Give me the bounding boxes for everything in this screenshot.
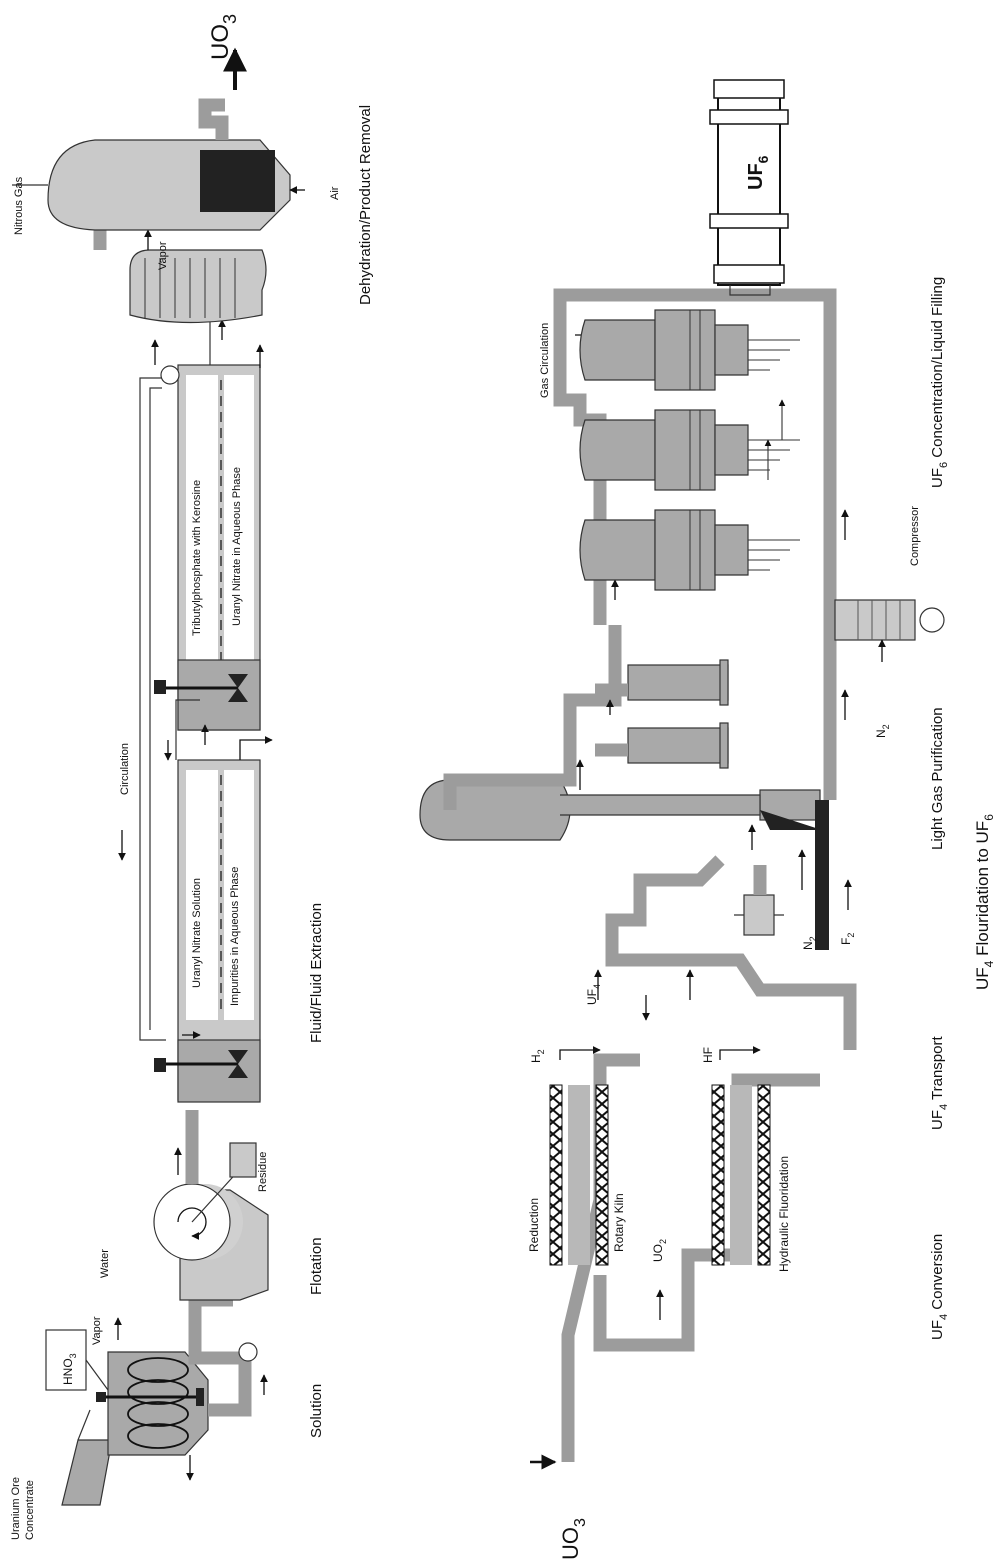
rotary-kiln (550, 1085, 608, 1265)
ore-chute (62, 1410, 112, 1505)
label-uranium-ore: Uranium Ore (10, 1477, 22, 1540)
label-rotary-kiln: Rotary Kiln (612, 1193, 626, 1252)
title-extraction: Fluid/Fluid Extraction (308, 903, 325, 1043)
svg-text:F2: F2 (839, 933, 856, 945)
label-hydraulic-fluoridation: Hydraulic Fluoridation (777, 1156, 791, 1272)
valve-block (734, 825, 784, 935)
title-flotation: Flotation (308, 1237, 325, 1295)
fluoridation-reactor (712, 1085, 770, 1265)
evaporator (100, 220, 266, 323)
coolant-lines (748, 340, 800, 570)
label-impurities: Impurities in Aqueous Phase (229, 867, 241, 1006)
svg-text:UO2: UO2 (651, 1239, 668, 1262)
svg-text:UF4 Flouridation to UF6: UF4 Flouridation to UF6 (973, 814, 993, 990)
label-circulation: Circulation (119, 743, 131, 795)
label-residue: Residue (257, 1152, 269, 1192)
label-uranyl-nitrate-aqueous: Uranyl Nitrate in Aqueous Phase (231, 467, 243, 626)
title-solution: Solution (308, 1384, 325, 1438)
label-hf: HF (701, 1047, 715, 1063)
title-uf6-concentration: UF6 Concentration/Liquid Filling (929, 277, 950, 488)
svg-text:UF6 Concentration/Liquid Filli: UF6 Concentration/Liquid Filling (929, 277, 950, 488)
label-water: Water (99, 1249, 111, 1278)
agitator-motor (96, 1392, 106, 1402)
purification-pipe (450, 625, 615, 810)
svg-text:UO3: UO3 (558, 1518, 589, 1560)
uf4-transport-pipe (598, 860, 850, 1050)
title-dehydration: Dehydration/Product Removal (357, 105, 374, 305)
label-air: Air (329, 186, 341, 200)
label-vapor-dehydration: Vapor (157, 241, 169, 270)
svg-text:UF4 Transport: UF4 Transport (929, 1036, 950, 1130)
gas-inputs (560, 1050, 760, 1060)
condenser-1 (580, 510, 748, 590)
label-uo2: UO2 (651, 1239, 668, 1262)
svg-text:N2: N2 (874, 724, 891, 738)
label-uranyl-nitrate-solution: Uranyl Nitrate Solution (191, 878, 203, 988)
title-uf4-conversion: UF4 Conversion (929, 1234, 950, 1340)
label-uo3-input: UO3 (558, 1518, 589, 1560)
title-light-gas: Light Gas Purification (929, 707, 946, 850)
title-overall: UF4 Flouridation to UF6 (973, 814, 993, 990)
bottom-process-section: UO3 Reduction Rotary Kiln UO2 Hydraulic … (420, 80, 993, 1560)
label-nitrous-gas: Nitrous Gas (13, 176, 25, 235)
label-f2: F2 (839, 933, 856, 945)
flotation-cell (154, 1110, 268, 1300)
label-compressor: Compressor (909, 506, 921, 566)
label-h2: H2 (529, 1049, 546, 1063)
extraction-column-1 (154, 760, 260, 1102)
label-vapor-solution: Vapor (91, 1316, 103, 1345)
label-n2-b: N2 (874, 724, 891, 738)
svg-text:UF4 Conversion: UF4 Conversion (929, 1234, 950, 1340)
condenser-2 (580, 410, 748, 490)
title-uf4-transport: UF4 Transport (929, 1036, 950, 1130)
extraction-to-dehydration (210, 320, 260, 368)
label-gas-circulation: Gas Circulation (539, 323, 551, 398)
denitration-reactor (12, 50, 305, 230)
label-tributylphosphate: Tributylphosphate with Kerosine (191, 480, 203, 636)
svg-text:UF4: UF4 (585, 984, 602, 1005)
svg-text:H2: H2 (529, 1049, 546, 1063)
top-process-section: Uranium Ore Concentrate HNO3 Vapor Water… (10, 14, 374, 1540)
label-concentrate: Concentrate (24, 1480, 36, 1540)
condenser-3 (580, 310, 748, 390)
label-uf4: UF4 (585, 984, 602, 1005)
compressor (835, 600, 944, 662)
extraction-column-2 (154, 365, 260, 730)
label-reduction: Reduction (527, 1198, 541, 1252)
